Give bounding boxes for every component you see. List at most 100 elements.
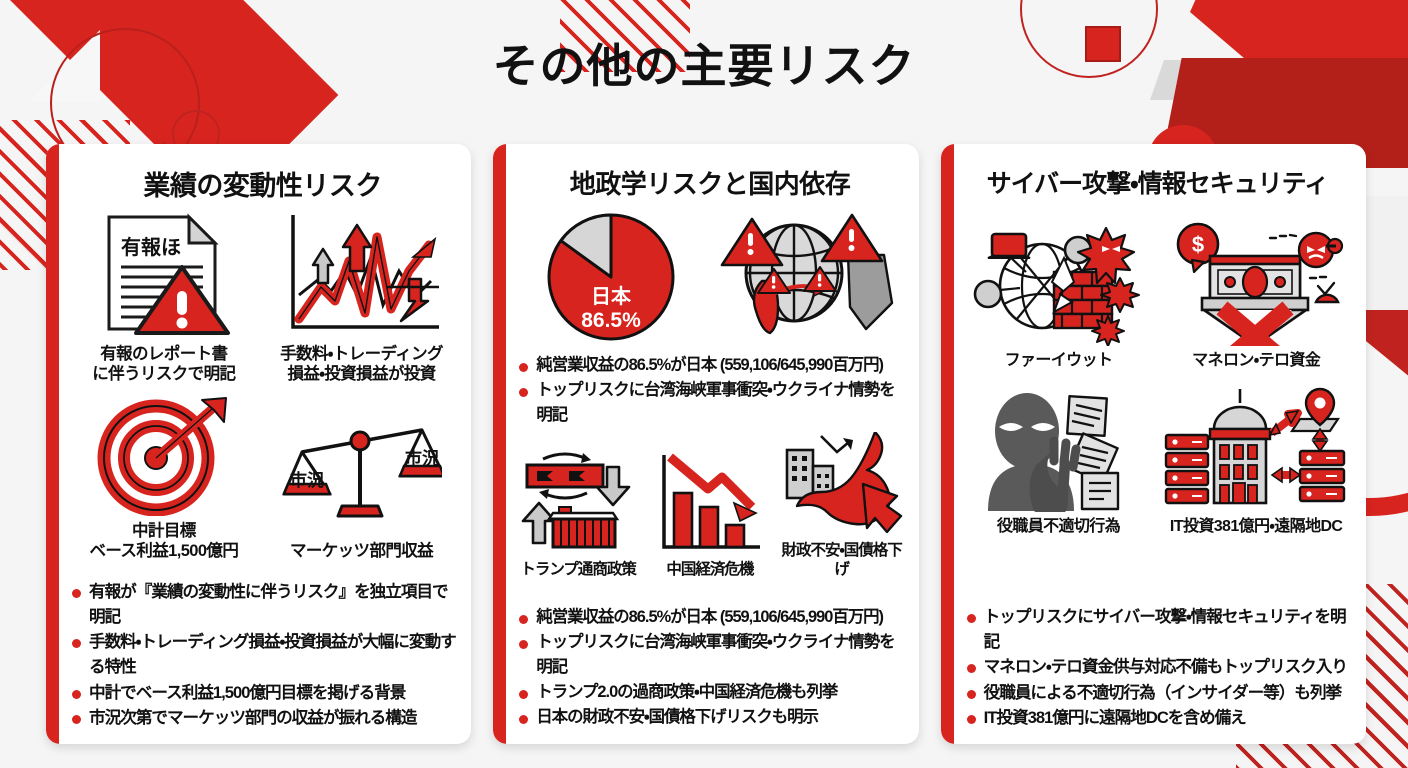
- icon-label: 中国経済危機: [666, 560, 754, 578]
- icon-cell-trade: トランプ通商政策: [515, 451, 641, 580]
- bullet-text: 市況次第でマーケッツ部門の収益が振れる構造: [89, 707, 417, 727]
- card-title: 地政学リスクと国内依存: [569, 169, 851, 199]
- bullet-dot: [72, 588, 81, 598]
- list-item: 純営業収益の86.5%が日本 (559,106/645,990百万円): [519, 605, 904, 630]
- icon-cell-money-laundering: $: [1160, 216, 1352, 371]
- icon-cell-document-warning: 有報ほ: [68, 209, 260, 384]
- bullet-text: IT投資381億円に遠隔地DCを含め備え: [983, 707, 1247, 727]
- svg-text:$: $: [1192, 232, 1204, 257]
- bullet-dot: [519, 387, 529, 397]
- bullet-dot: [519, 715, 529, 725]
- bullet-text: トップリスクにサイバー攻撃・情報セキュリティを明記: [983, 606, 1347, 652]
- bullet-text: トップリスクに台湾海峡軍事衝突・ウクライナ情勢を明記: [536, 380, 895, 424]
- list-item: 中計でベース利益1,500億円目標を掲げる背景: [72, 680, 457, 705]
- icon-label: トランプ通商政策: [520, 560, 637, 578]
- list-item: 有報が『業績の変動性に伴うリスク』を独立項目で明記: [72, 579, 457, 629]
- bullet-dot: [72, 639, 81, 649]
- bullet-dot: [966, 664, 976, 674]
- list-item: IT投資381億円に遠隔地DCを含め備え: [966, 705, 1352, 730]
- card-title: 業績の変動性リスク: [143, 171, 382, 201]
- icon-label: 財政不安・国債格下げ: [781, 541, 903, 578]
- declining-bar-chart-icon: [656, 451, 764, 556]
- bullet-text: 役職員による不適切行為（インサイダー等）も列挙: [983, 682, 1342, 702]
- pie-center-label-1: 日本: [591, 285, 632, 308]
- icon-cell-firewall: ファーイウット: [963, 216, 1155, 371]
- list-item: 純営業収益の86.5%が日本 (559,106/645,990百万円): [519, 353, 904, 378]
- svg-text:市況: 市況: [290, 470, 324, 490]
- bullet-text: トランプ2.0の過商政策・中国経済危機も列挙: [536, 683, 838, 702]
- globe-geopolitical-risk-icon: [716, 207, 901, 347]
- icon-label: ファーイウット: [1004, 352, 1113, 369]
- volatility-chart-icon: [279, 209, 444, 339]
- icon-label: 有報のレポート書 に伴うリスクで明記: [92, 345, 236, 384]
- icon-label: 中計目標 ベース利益1,500億円: [89, 522, 239, 561]
- japan-revenue-pie-icon: 日本 86.5%: [541, 207, 681, 347]
- list-item: 日本の財政不安・国債格下げリスクも明示: [519, 705, 904, 730]
- icon-row-top: ファーイウット $: [963, 216, 1352, 371]
- icon-row-bottom: トランプ通商政策 中国経済危機: [515, 431, 905, 580]
- bullet-text: マネロン・テロ資金供与対応不備もトップリスク入り: [983, 657, 1348, 677]
- bullet-list: トップリスクにサイバー攻撃・情報セキュリティを明記 マネロン・テロ資金供与対応不…: [963, 600, 1352, 734]
- list-item: マネロン・テロ資金供与対応不備もトップリスク入り: [966, 654, 1352, 679]
- document-warning-icon: 有報ほ: [89, 209, 239, 339]
- bullet-dot: [519, 615, 529, 625]
- bullet-dot: [519, 690, 529, 700]
- target-arrow-icon: [94, 396, 234, 517]
- bullet-dot: [966, 714, 976, 724]
- balance-scale-icon: 市況 市況: [281, 416, 442, 536]
- icon-label: IT投資381億円・遠隔地DC: [1169, 517, 1343, 535]
- card-title: サイバー攻撃・情報セキュリティ: [986, 170, 1330, 198]
- bullet-text: 日本の財政不安・国債格下げリスクも明示: [536, 708, 819, 727]
- list-item: トップリスクに台湾海峡軍事衝突・ウクライナ情勢を明記: [519, 378, 904, 428]
- bullet-dot: [72, 689, 81, 699]
- bullet-text: 手数料・トレーディング損益・投資損益が大幅に変動する特性: [89, 632, 457, 677]
- bullet-dot: [966, 613, 976, 623]
- icon-cell-insider: 役職員不適切行為: [963, 387, 1155, 537]
- bullet-dot: [72, 714, 81, 724]
- list-item: 市況次第でマーケッツ部門の収益が振れる構造: [72, 705, 457, 730]
- icon-row-top: 日本 86.5%: [515, 207, 904, 347]
- bullet-text: 中計でベース利益1,500億円目標を掲げる背景: [89, 682, 406, 702]
- list-item: トップリスクに台湾海峡軍事衝突・ウクライナ情勢を明記: [519, 630, 904, 680]
- firewall-breach-icon: [968, 216, 1148, 346]
- money-laundering-blocked-icon: $: [1166, 216, 1346, 346]
- pie-center-label-2: 86.5%: [581, 309, 641, 332]
- bullet-dot: [519, 363, 529, 372]
- list-item: 手数料・トレーディング損益・投資損益が大幅に変動する特性: [72, 629, 457, 679]
- icon-cell-japan-downgrade: 財政不安・国債格下げ: [779, 431, 905, 580]
- bullet-text: 有報が『業績の変動性に伴うリスク』を独立項目で明記: [89, 581, 449, 626]
- list-item: 役職員による不適切行為（インサイダー等）も列挙: [966, 680, 1352, 705]
- mid-bullet-list: 純営業収益の86.5%が日本 (559,106/645,990百万円) トップリ…: [519, 353, 904, 428]
- svg-text:市況: 市況: [405, 448, 439, 468]
- insider-misconduct-icon: [972, 387, 1144, 512]
- svg-text:有報ほ: 有報ほ: [121, 235, 181, 259]
- icon-cell-globe: [713, 207, 905, 347]
- risk-card-cyber-security: サイバー攻撃・情報セキュリティ: [940, 144, 1366, 744]
- pie-chart: 日本 86.5%: [547, 213, 675, 341]
- icon-label: マーケッツ部門収益: [289, 542, 434, 561]
- icon-cell-datacenter: IT投資381億円・遠隔地DC: [1160, 387, 1352, 537]
- bullet-dot: [966, 689, 976, 699]
- datacenter-investment-icon: [1162, 387, 1350, 512]
- japan-downgrade-icon: [779, 431, 905, 537]
- bullet-text: 純営業収益の86.5%が日本 (559,106/645,990百万円): [536, 608, 884, 627]
- risk-card-list: 業績の変動性リスク 有報ほ: [46, 144, 1366, 744]
- icon-cell-pie: 日本 86.5%: [515, 207, 707, 347]
- icon-cell-china-crisis: 中国経済危機: [647, 451, 773, 580]
- icon-label: マネロン・テロ資金: [1192, 352, 1321, 369]
- icon-label: 手数料・トレーディング 損益・投資損益が投資: [280, 345, 443, 384]
- icon-cell-volatility-chart: 手数料・トレーディング 損益・投資損益が投資: [266, 209, 458, 384]
- bullet-text: 純営業収益の86.5%が日本 (559,106/645,990百万円): [536, 356, 884, 374]
- bullet-list: 有報が『業績の変動性に伴うリスク』を独立項目で明記 手数料・トレーディング損益・…: [68, 575, 457, 734]
- icon-cell-target: 中計目標 ベース利益1,500億円: [68, 396, 260, 561]
- icon-label: 役職員不適切行為: [996, 517, 1121, 535]
- list-item: トップリスクにサイバー攻撃・情報セキュリティを明記: [966, 604, 1352, 654]
- bullet-dot: [519, 640, 529, 650]
- list-item: トランプ2.0の過商政策・中国経済危機も列挙: [519, 680, 904, 705]
- bullet-text: トップリスクに台湾海峡軍事衝突・ウクライナ情勢を明記: [536, 633, 895, 677]
- icon-row-bottom: 役職員不適切行為: [963, 387, 1352, 537]
- icon-row-top: 有報ほ: [68, 209, 457, 384]
- risk-card-performance-volatility: 業績の変動性リスク 有報ほ: [46, 144, 472, 744]
- icon-row-bottom: 中計目標 ベース利益1,500億円 市況: [68, 396, 457, 561]
